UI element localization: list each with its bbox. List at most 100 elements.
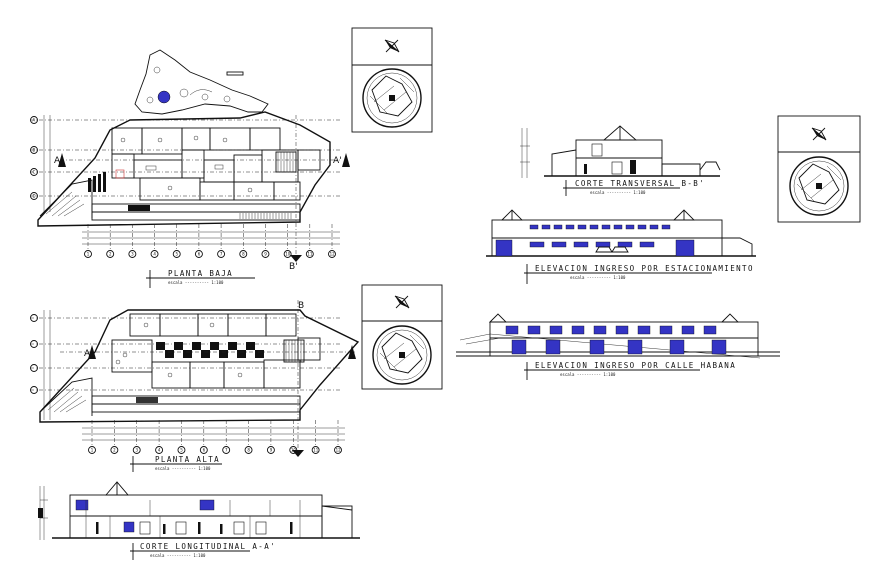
fountain: [157, 90, 171, 104]
longitudinal-title: CORTE LONGITUDINAL A-A': [140, 542, 276, 551]
window: [681, 325, 695, 335]
window: [593, 325, 607, 335]
row-label-a: A: [33, 118, 36, 123]
column-label: 4: [158, 448, 161, 453]
window: [637, 325, 651, 335]
column-label: 8: [242, 252, 245, 257]
window: [549, 325, 563, 335]
north-arrow-icon: [811, 127, 827, 141]
column-label: 1: [91, 448, 94, 453]
stair-upper: [283, 339, 305, 363]
window: [553, 224, 563, 230]
garden-bench: [226, 71, 244, 76]
column-label: 8: [247, 448, 250, 453]
street-elevation-title: ELEVACION INGRESO POR CALLE HABANA: [535, 361, 736, 370]
cut-a-label: A: [54, 156, 61, 166]
location-box-top: [351, 27, 433, 133]
ground-plan-scale: escala ---------- 1:100: [168, 280, 224, 285]
interior-rooms-upper: [111, 313, 321, 389]
column-label: 9: [264, 252, 267, 257]
window: [505, 325, 519, 335]
column-label: 2: [113, 448, 116, 453]
cross-section-title: CORTE TRANSVERSAL B-B': [575, 179, 705, 188]
furniture: [120, 135, 253, 193]
window: [511, 339, 527, 355]
location-box-right: [777, 115, 861, 223]
column-label: 10: [285, 252, 291, 257]
window: [703, 325, 717, 335]
window: [661, 224, 671, 230]
street-elevation: ELEVACION INGRESO POR CALLE HABANA escal…: [456, 313, 780, 380]
window: [595, 241, 611, 248]
ground-plan-title: PLANTA BAJA: [168, 269, 233, 278]
window: [627, 339, 643, 355]
column-label: 11: [307, 252, 313, 257]
row-label-d: D: [33, 194, 36, 199]
site-garden-outline: [134, 49, 269, 115]
column-label: 6: [203, 448, 206, 453]
parking-elevation-scale: escala ---------- 1:100: [570, 275, 626, 280]
window: [669, 339, 685, 355]
window: [565, 224, 575, 230]
parking-elevation: ELEVACION INGRESO POR ESTACIONAMIENTO es…: [486, 209, 756, 284]
column-label: 1: [87, 252, 90, 257]
cut-b-prime-label: B': [289, 262, 298, 272]
location-map-icon: [372, 325, 432, 385]
location-map-icon: [789, 156, 849, 216]
parking-elevation-title: ELEVACION INGRESO POR ESTACIONAMIENTO: [535, 264, 754, 273]
row-label-b: B: [33, 148, 36, 153]
window: [529, 241, 545, 248]
column-label: 11: [313, 448, 319, 453]
window: [573, 241, 589, 248]
longitudinal-section: CORTE LONGITUDINAL A-A' escala ---------…: [38, 481, 360, 560]
column-label: 7: [225, 448, 228, 453]
window: [617, 241, 633, 248]
window: [589, 224, 599, 230]
cross-section: CORTE TRANSVERSAL B-B' escala ----------…: [520, 125, 721, 196]
section-people-long: [96, 522, 293, 534]
column-grid-ground: [82, 231, 340, 245]
window: [659, 325, 673, 335]
window: [551, 241, 567, 248]
row-grid-lines: A B C D: [30, 115, 340, 212]
building-outline-upper: [39, 309, 360, 423]
location-map-icon: [362, 68, 422, 128]
cars-parked: [595, 246, 629, 253]
street-elevation-scale: escala ---------- 1:100: [560, 372, 616, 377]
furniture-upper: [115, 322, 243, 378]
location-box-mid: [361, 284, 443, 390]
column-label: 9: [270, 448, 273, 453]
upper-plan-title: PLANTA ALTA: [155, 455, 220, 464]
row-label-c: C: [33, 170, 36, 175]
stair-ground: [275, 151, 297, 173]
window: [625, 224, 635, 230]
column-label: 3: [136, 448, 139, 453]
window: [529, 224, 539, 230]
column-label: 10: [291, 448, 297, 453]
longitudinal-scale: escala ---------- 1:100: [150, 553, 206, 558]
skylight-checker: [156, 342, 264, 358]
column-label: 3: [131, 252, 134, 257]
cut-b-label-upper: B: [298, 301, 304, 311]
cross-section-scale: escala ---------- 1:100: [590, 190, 646, 195]
window: [601, 224, 611, 230]
column-label: 12: [336, 448, 342, 453]
window: [613, 224, 623, 230]
window: [541, 224, 551, 230]
window: [571, 325, 585, 335]
interior-rooms: [111, 127, 321, 201]
section-cut-a-upper: A: [60, 345, 356, 359]
column-label: 5: [176, 252, 179, 257]
cut-a-label-upper: A: [84, 349, 91, 359]
row-grid-lines-upper: [30, 310, 340, 420]
column-label: 4: [153, 252, 156, 257]
section-cut-b-ground: B': [289, 115, 302, 272]
window: [649, 224, 659, 230]
column-label: 7: [220, 252, 223, 257]
window: [577, 224, 587, 230]
cut-a-prime-label: A': [333, 156, 342, 166]
parking-marks: [88, 169, 125, 192]
ground-floor-plan: A B C D: [30, 49, 350, 288]
building-outline-ground: [37, 111, 331, 227]
section-cut-b-upper: B: [292, 300, 304, 457]
